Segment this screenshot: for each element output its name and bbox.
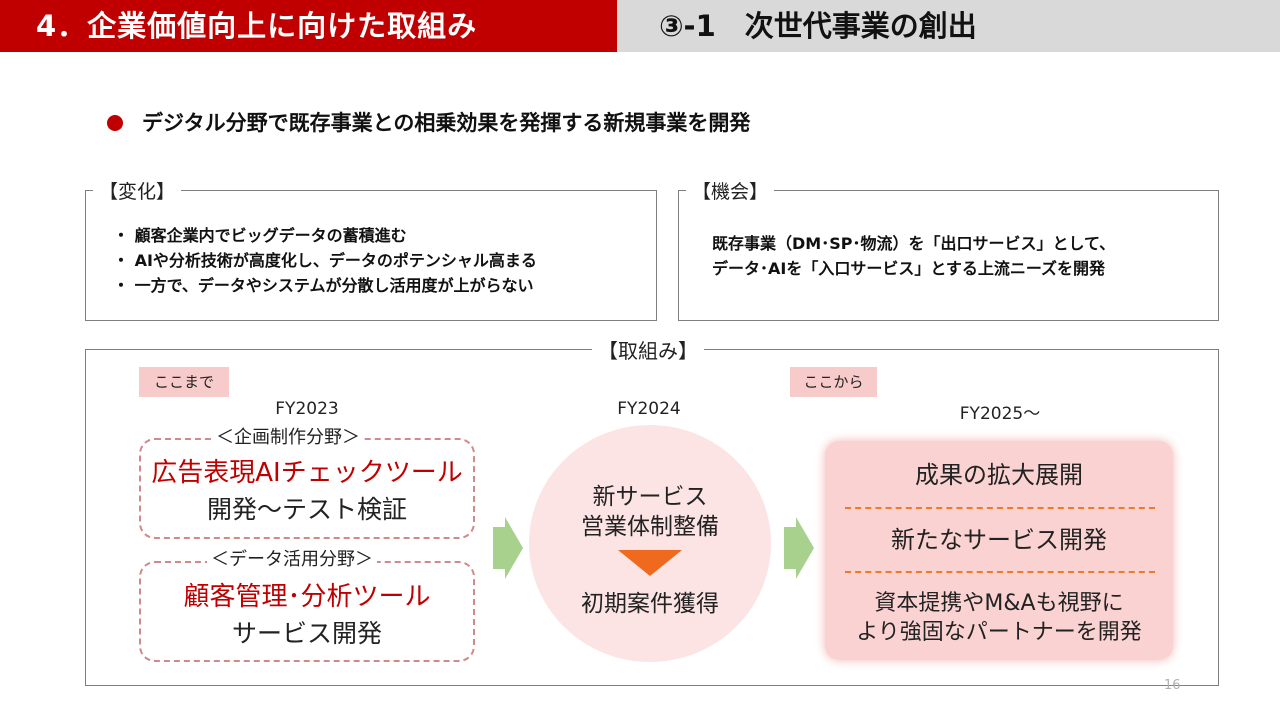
down-arrow-icon [618,550,682,576]
fy2025-label: FY2025～ [959,404,1041,424]
opportunity-line: データ･AIを「入口サービス」とする上流ニーズを開発 [712,259,1106,278]
fy2024-line1: 新サービス [592,484,708,510]
change-item: ・ 顧客企業内でビッグデータの蓄積進む [113,226,407,245]
divider [845,507,1155,509]
change-item: ・ 一方で、データやシステムが分散し活用度が上がらない [113,276,534,295]
planning-tool-name: 広告表現AIチェックツール [151,458,463,488]
bullet-dot-icon [107,115,123,131]
data-tool-status: サービス開発 [231,619,382,648]
change-box [85,190,657,321]
opportunity-line: 既存事業（DM･SP･物流）を「出口サービス」として、 [712,234,1116,253]
opportunity-box [678,190,1219,321]
planning-tool-box [139,438,475,539]
data-tool-name: 顧客管理･分析ツール [183,582,431,612]
fy2025-item3-line2: より強固なパートナーを開発 [856,620,1142,645]
tag-so-far: ここまで [139,367,229,397]
tag-from-here: ここから [790,367,877,397]
fy2024-circle [529,425,771,662]
divider [845,571,1155,573]
arrow-right-icon [784,517,814,579]
data-tool-box [139,561,475,662]
opportunity-box-title: 【機会】 [686,180,775,204]
section-title: 4．企業価値向上に向けた取組み [0,0,617,52]
fy2024-line2: 営業体制整備 [581,514,719,540]
change-box-title: 【変化】 [93,180,182,204]
planning-tool-status: 開発～テスト検証 [206,495,407,524]
change-item: ・ AIや分析技術が高度化し、データのポテンシャル高まる [113,251,537,270]
arrow-right-icon [493,517,523,579]
headline: デジタル分野で既存事業との相乗効果を発揮する新規事業を開発 [142,111,751,135]
fy2025-item1: 成果の拡大展開 [915,461,1083,489]
page-number: 16 [1164,678,1181,693]
fy2025-box [825,441,1173,660]
data-category: ＜データ活用分野＞ [207,549,377,571]
initiatives-box-title: 【取組み】 [592,339,704,363]
topic-title: ③-1 次世代事業の創出 [617,0,1280,52]
fy2023-label: FY2023 [275,399,339,419]
planning-category: ＜企画制作分野＞ [212,427,364,449]
fy2025-item3-line1: 資本提携やM&Aも視野に [874,591,1124,616]
fy2025-item2: 新たなサービス開発 [891,526,1107,554]
fy2024-line3: 初期案件獲得 [581,591,719,617]
fy2024-label: FY2024 [617,399,681,419]
